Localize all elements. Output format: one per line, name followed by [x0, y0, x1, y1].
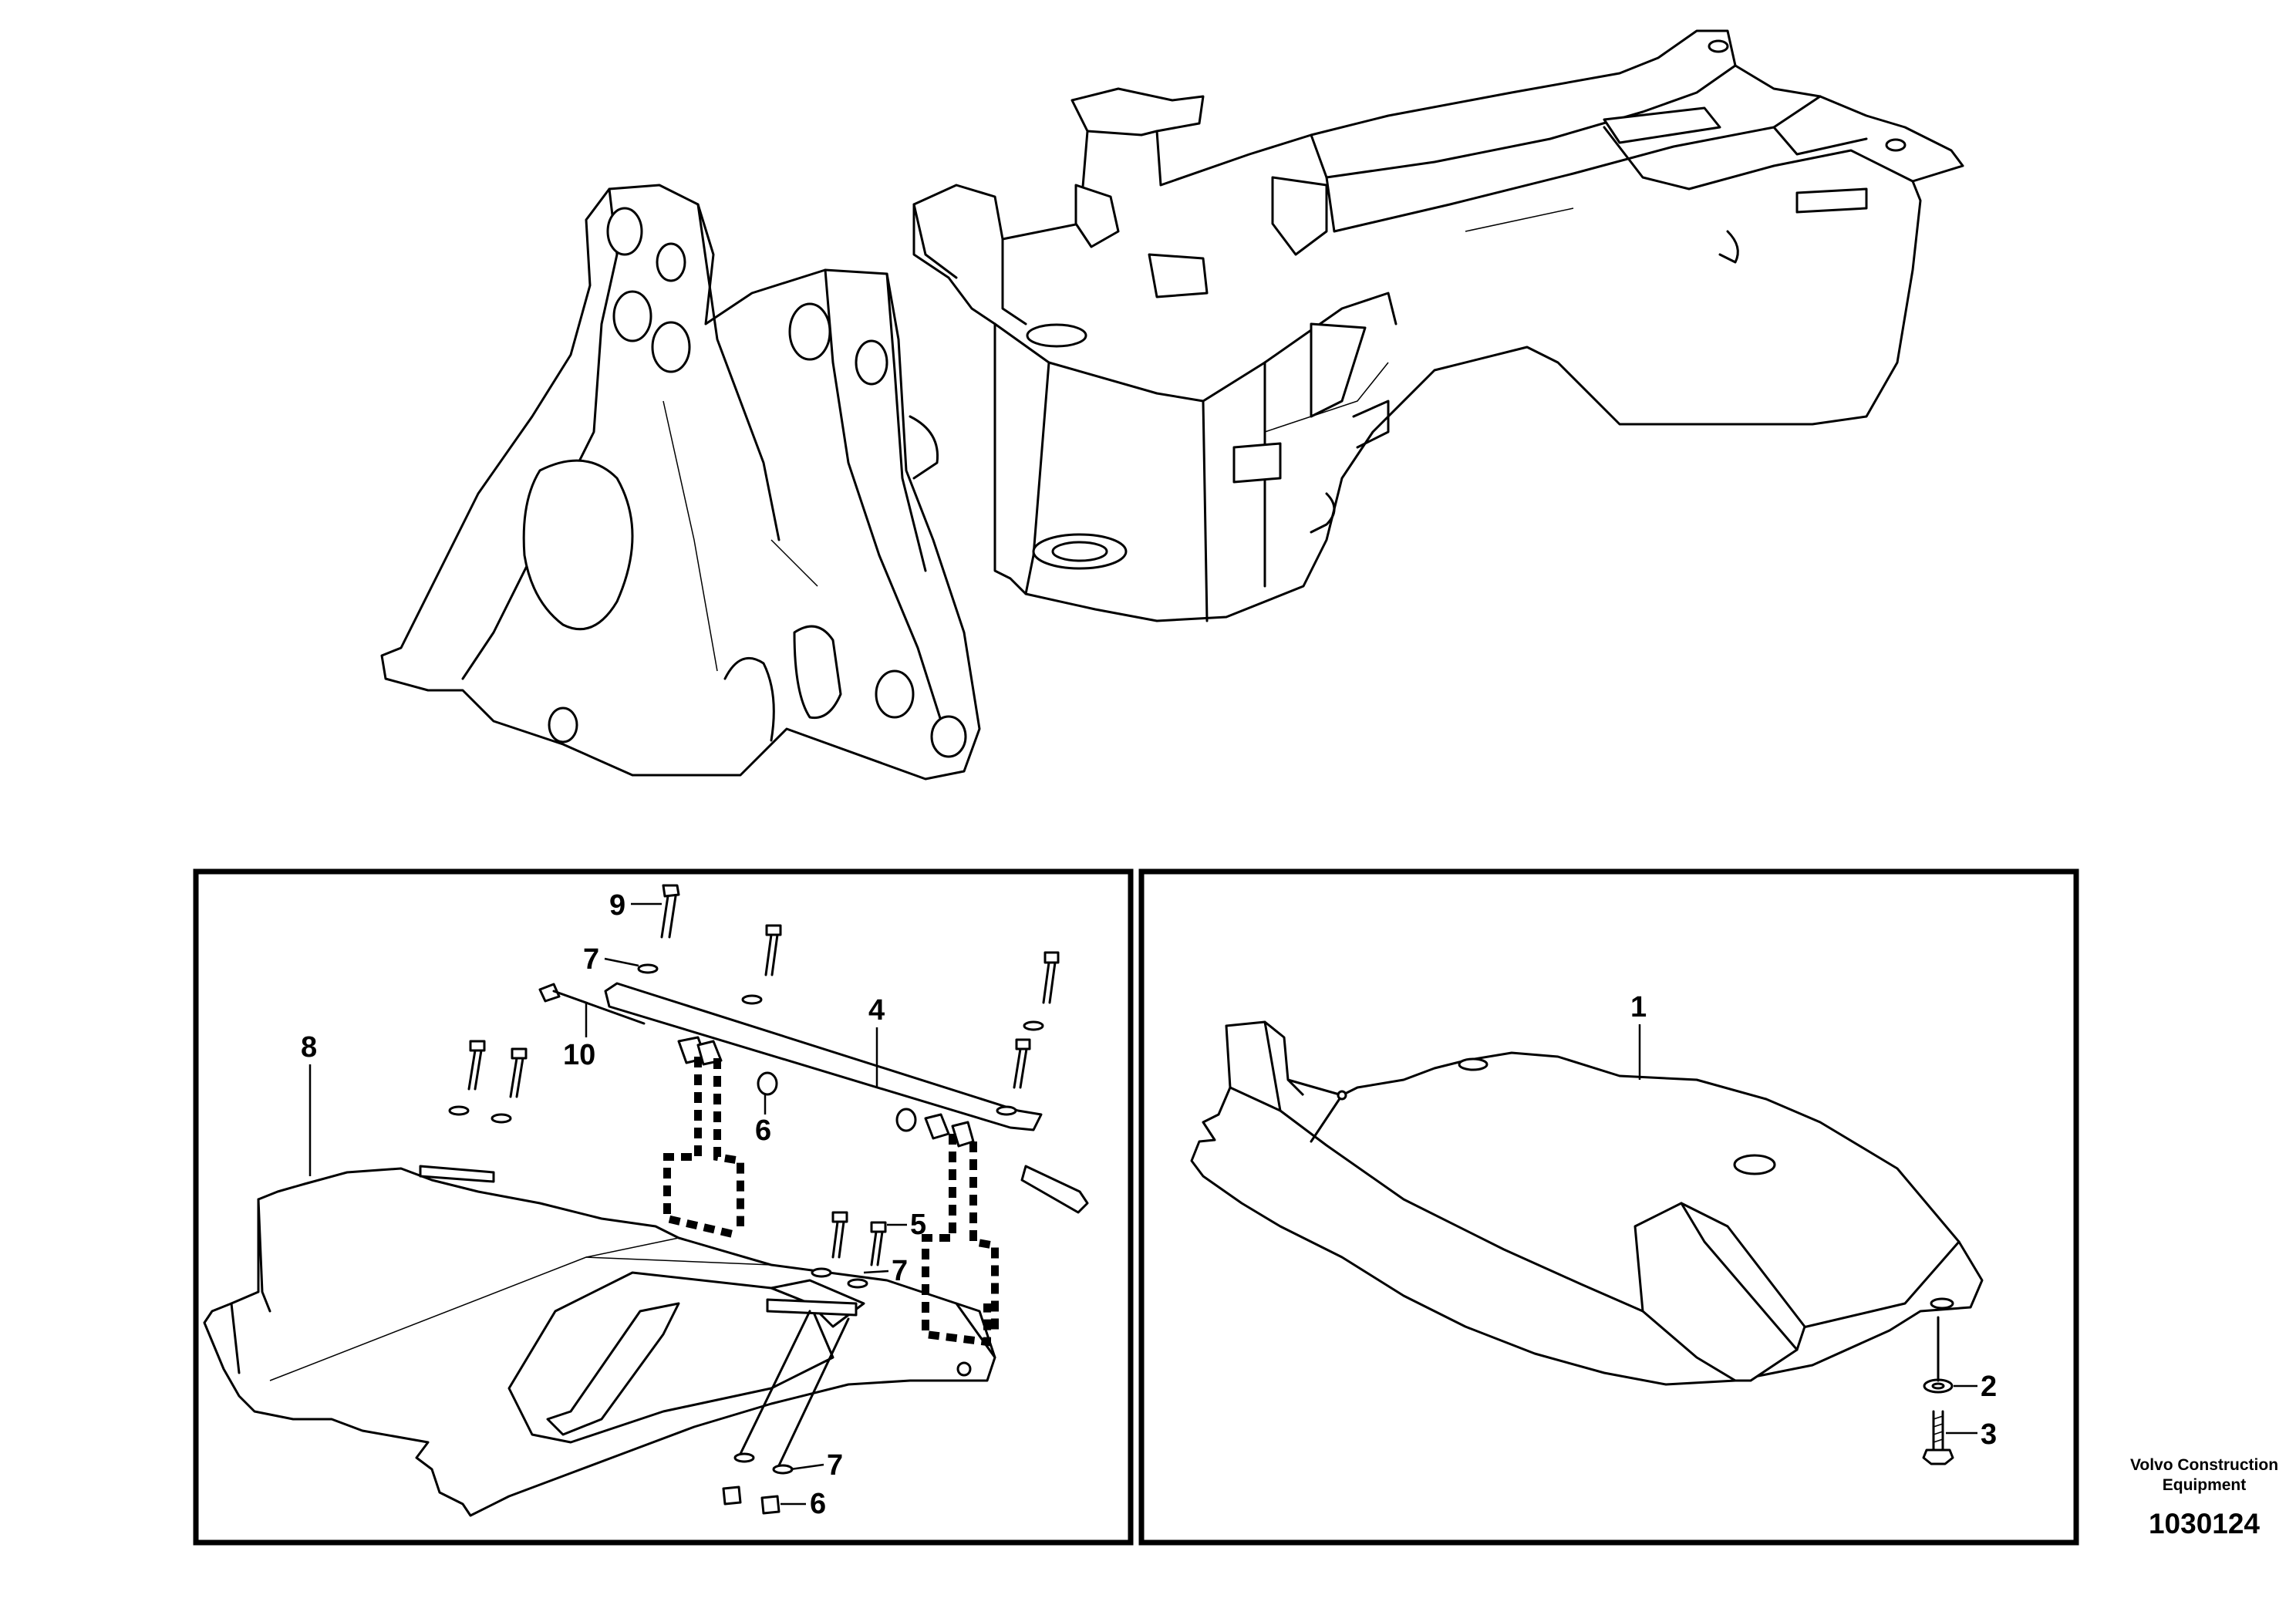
callout-7c: 7	[790, 1449, 843, 1482]
detail-box-right	[1138, 868, 2079, 1546]
cover-plate-1-illustration	[1190, 1020, 1984, 1386]
callout-2: 2	[1954, 1371, 1997, 1403]
svg-text:9: 9	[609, 889, 625, 922]
callout-9: 9	[609, 889, 662, 922]
callout-5: 5	[887, 1209, 926, 1241]
callout-4: 4	[868, 994, 885, 1088]
callout-1: 1	[1630, 991, 1647, 1080]
svg-text:3: 3	[1981, 1418, 1997, 1451]
svg-text:7: 7	[827, 1449, 843, 1482]
bolt-10-illustration	[538, 983, 1089, 1214]
svg-text:6: 6	[755, 1114, 771, 1147]
svg-text:2: 2	[1981, 1371, 1997, 1403]
bracket-4-illustration	[604, 982, 1043, 1148]
svg-text:8: 8	[301, 1031, 317, 1064]
svg-text:4: 4	[868, 994, 885, 1027]
svg-text:10: 10	[563, 1039, 595, 1071]
callout-7a: 7	[583, 943, 639, 976]
callout-3: 3	[1946, 1418, 1997, 1451]
brand-line-1: Volvo Construction	[2130, 1456, 2278, 1474]
svg-text:7: 7	[583, 943, 599, 976]
callout-8: 8	[301, 1031, 317, 1176]
svg-text:1: 1	[1630, 991, 1647, 1023]
brand-line-2: Equipment	[2163, 1476, 2247, 1494]
svg-text:5: 5	[910, 1209, 926, 1241]
brand-block: Volvo Construction Equipment 1030124	[2130, 1456, 2278, 1539]
rear-frame-illustration	[912, 29, 1964, 622]
detail-box-left	[193, 868, 1134, 1546]
callout-6b: 6	[781, 1488, 826, 1520]
front-frame-illustration	[380, 184, 981, 781]
svg-text:7: 7	[892, 1255, 908, 1287]
bolt-3-illustration	[1922, 1316, 1954, 1465]
svg-text:6: 6	[810, 1488, 826, 1520]
document-number: 1030124	[2149, 1508, 2260, 1539]
bottom-plate-8-illustration	[203, 1165, 996, 1517]
callout-6a: 6	[755, 1094, 771, 1147]
callout-10: 10	[563, 1003, 595, 1071]
callout-7b: 7	[863, 1255, 908, 1287]
bolts-top-illustration	[448, 884, 1060, 1515]
dashed-weld-outlines	[663, 1057, 999, 1347]
